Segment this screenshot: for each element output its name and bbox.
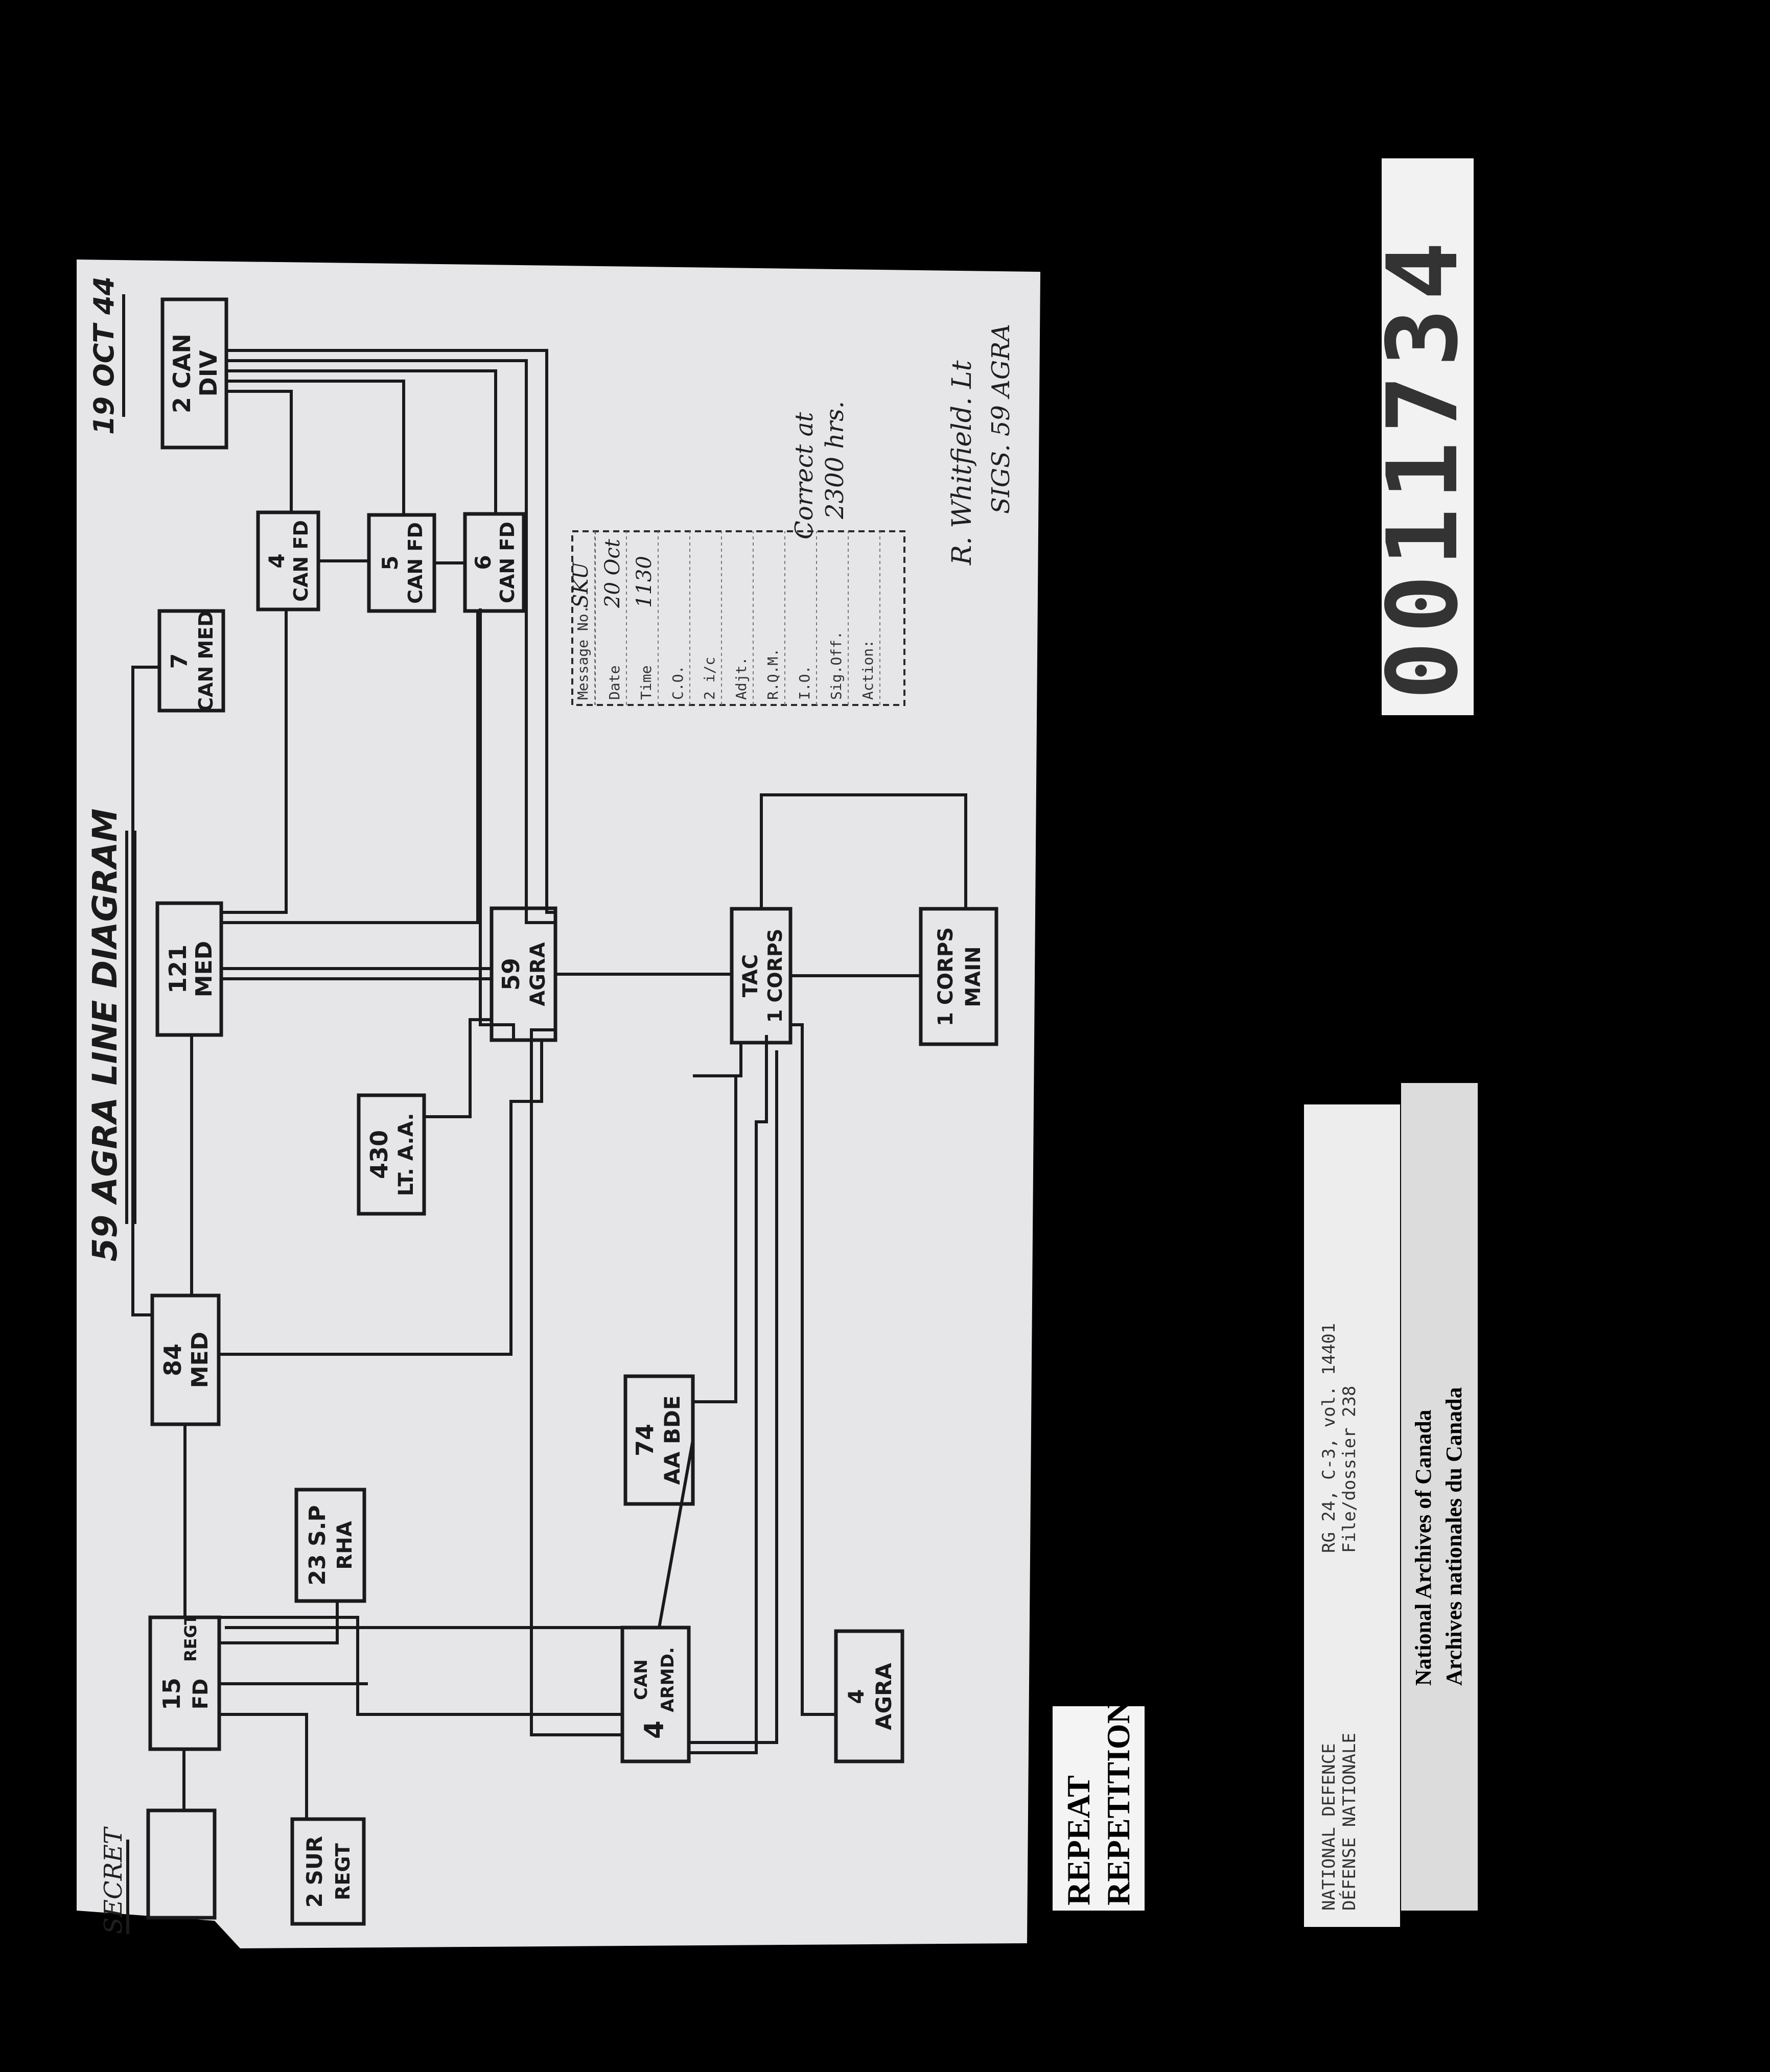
svg-text:FD: FD (189, 1679, 213, 1710)
stamp-row-label: Sig.Off. (828, 631, 845, 700)
stamp-row-label: I.O. (796, 666, 813, 700)
svg-text:CAN: CAN (631, 1659, 651, 1700)
box-430-lt-aa: 430 LT. A.A. (357, 1093, 426, 1216)
stamp-row-label: C.O. (669, 666, 686, 700)
svg-text:MED: MED (191, 941, 217, 997)
box-4-can-armd: 4 CAN ARMD. (620, 1626, 691, 1763)
stamp-row-label: 2 i/c (701, 657, 718, 700)
svg-text:74: 74 (631, 1424, 659, 1456)
frame-number: 0011734 (1366, 233, 1479, 700)
box-4-agra: 4 AGRA (834, 1629, 904, 1763)
svg-text:MED: MED (187, 1332, 213, 1388)
svg-text:AGRA: AGRA (871, 1663, 896, 1730)
note-correct-line2: 2300 hrs. (821, 401, 849, 520)
svg-text:6: 6 (471, 555, 496, 570)
archives-label: National Archives of Canada Archives nat… (1401, 1083, 1478, 1911)
box-7-can-med: 7 CAN MED (157, 609, 225, 713)
stamp-row-value: SKU (569, 561, 593, 608)
diagram: 59 AGRA LINE DIAGRAM SECRET 19 OCT 44 2 … (85, 276, 1015, 1934)
svg-text:4: 4 (264, 553, 289, 568)
svg-text:CAN FD: CAN FD (404, 522, 427, 604)
archives-english: National Archives of Canada (1411, 1409, 1436, 1686)
note-correct-line1: Correct at (790, 412, 819, 539)
stamp-row-label: Action: (859, 640, 876, 700)
svg-text:CAN MED: CAN MED (195, 610, 217, 712)
box-unlabelled (146, 1808, 217, 1920)
reference-national-defence: NATIONAL DEFENCE (1319, 1743, 1339, 1911)
stamp-row-label: R.Q.M. (764, 648, 781, 700)
reference-label: NATIONAL DEFENCE DÉFENSE NATIONALE RG 24… (1304, 1104, 1400, 1927)
stamp-row-label: Time (638, 666, 655, 700)
svg-text:5: 5 (378, 555, 403, 570)
svg-text:REGT: REGT (332, 1843, 354, 1900)
svg-text:1 CORPS: 1 CORPS (934, 927, 958, 1026)
reference-file: File/dossier 238 (1339, 1385, 1360, 1553)
box-23-sp-rha: 23 S.P RHA (294, 1488, 366, 1603)
stamp-row-value: 1130 (633, 556, 656, 608)
frame-number-card: 0011734 (1366, 158, 1479, 715)
archives-french: Archives nationales du Canada (1441, 1387, 1466, 1686)
svg-text:MAIN: MAIN (962, 946, 985, 1007)
stamp-row-label: Message No. (574, 605, 591, 700)
stamp-row-value: 20 Oct (601, 538, 624, 608)
svg-text:TAC: TAC (739, 954, 762, 998)
diagram-sheet (77, 260, 1040, 1948)
svg-text:7: 7 (167, 653, 193, 669)
reference-defense-nationale: DÉFENSE NATIONALE (1339, 1733, 1360, 1911)
box-2-sur-regt: 2 SUR REGT (290, 1817, 366, 1926)
repeat-label: REPEAT REPETITION (1053, 1700, 1145, 1911)
signature-line2: SIGS. 59 AGRA (987, 324, 1015, 514)
svg-text:121: 121 (164, 945, 192, 994)
svg-text:CAN FD: CAN FD (496, 522, 519, 603)
date-label: 19 OCT 44 (88, 276, 120, 435)
repetition-text: REPETITION (1100, 1700, 1136, 1905)
classification-label: SECRET (99, 1826, 128, 1934)
signature-line1: R. Whitfield. Lt (947, 360, 977, 566)
svg-text:AGRA: AGRA (526, 942, 550, 1006)
svg-text:23 S.P: 23 S.P (305, 1505, 331, 1585)
svg-text:CAN FD: CAN FD (290, 520, 312, 602)
svg-text:84: 84 (159, 1344, 187, 1376)
svg-text:4: 4 (639, 1721, 670, 1739)
svg-text:LT. A.A.: LT. A.A. (394, 1113, 418, 1196)
svg-text:2 CAN: 2 CAN (168, 334, 196, 413)
svg-text:2 SUR: 2 SUR (302, 1836, 327, 1908)
svg-text:1 CORPS: 1 CORPS (764, 929, 786, 1023)
repeat-text: REPEAT (1060, 1775, 1097, 1905)
svg-text:ARMD.: ARMD. (658, 1647, 678, 1712)
reference-rg: RG 24, C-3, vol. 14401 (1319, 1323, 1339, 1553)
box-tac-1-corps: TAC 1 CORPS (730, 907, 793, 1045)
svg-text:RHA: RHA (333, 1521, 357, 1569)
svg-text:15: 15 (158, 1678, 185, 1710)
box-84-med: 84 MED (150, 1293, 221, 1426)
diagram-title: 59 AGRA LINE DIAGRAM (85, 808, 125, 1261)
box-2-can-div: 2 CAN DIV (160, 297, 228, 450)
stamp-row-label: Date (606, 666, 623, 700)
box-59-agra: 59 AGRA (490, 906, 557, 1042)
svg-text:REGT: REGT (181, 1614, 200, 1662)
svg-text:59: 59 (497, 958, 525, 991)
connection-lines (131, 349, 967, 1819)
svg-text:4: 4 (844, 1689, 869, 1704)
svg-text:DIV: DIV (195, 350, 222, 396)
stamp-row-label: Adjt. (733, 657, 750, 700)
svg-text:430: 430 (365, 1130, 393, 1179)
svg-text:AA BDE: AA BDE (660, 1395, 685, 1485)
